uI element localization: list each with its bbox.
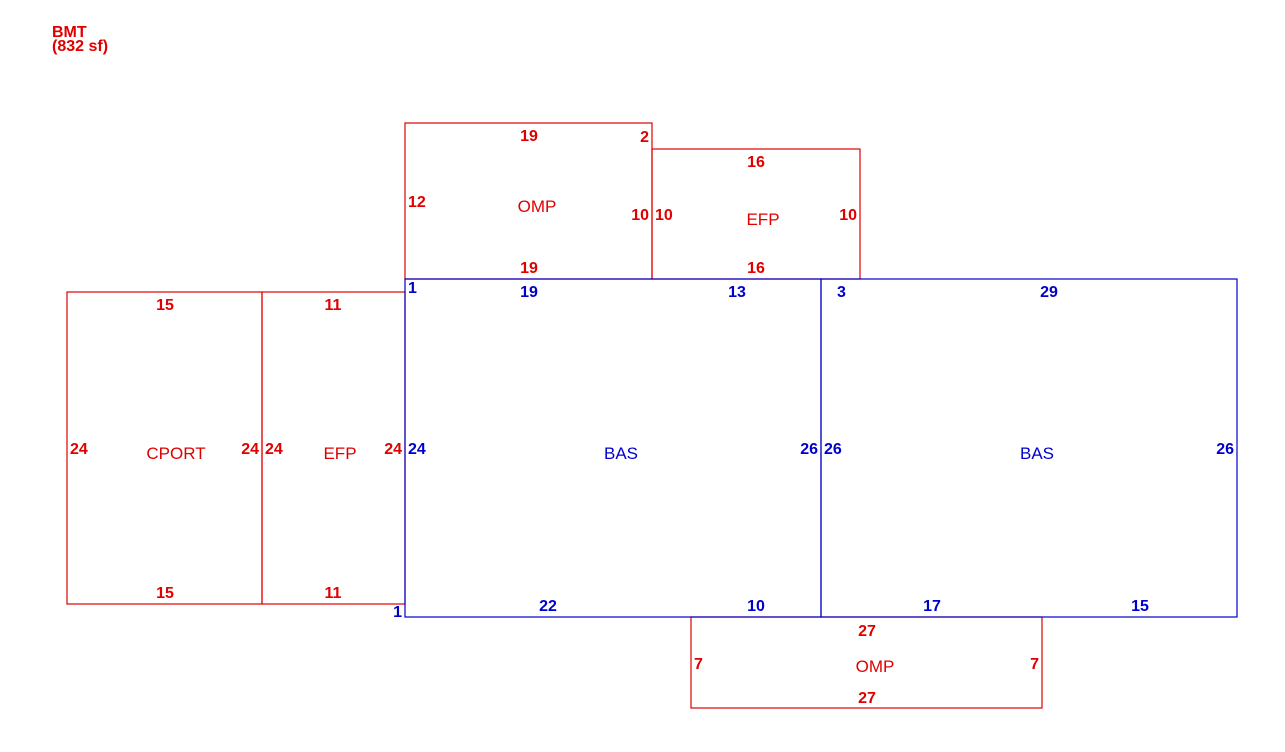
cport-dim-right: 24 — [241, 441, 259, 458]
bas-right-dim-left: 26 — [824, 441, 842, 458]
omp-top-name: OMP — [518, 197, 557, 216]
efp-left-dim-left: 24 — [265, 441, 283, 458]
efp-top-dim-top: 16 — [747, 154, 765, 171]
omp-top-dim-corner: 2 — [640, 129, 649, 146]
area-omp-top: OMP 19 19 12 10 2 — [404, 122, 653, 280]
omp-bottom-dim-bottom: 27 — [858, 690, 876, 707]
efp-left-dim-right: 24 — [384, 441, 402, 458]
omp-bottom-dim-right: 7 — [1030, 656, 1039, 673]
bas-right-dim-bottom-b: 15 — [1131, 598, 1149, 615]
bas-left-dim-top-a: 19 — [520, 284, 538, 301]
efp-left-dim-top: 11 — [325, 297, 342, 314]
area-bas-right: BAS 29 3 17 15 26 26 — [820, 278, 1238, 618]
bas-right-dim-bottom-a: 17 — [923, 598, 941, 615]
cport-name: CPORT — [146, 444, 205, 463]
omp-top-dim-right: 10 — [631, 207, 649, 224]
area-omp-bottom: OMP 27 27 7 7 — [690, 616, 1043, 709]
omp-top-dim-bottom: 19 — [520, 260, 538, 277]
bas-right-dim-right: 26 — [1216, 441, 1234, 458]
bas-left-dim-top-b: 13 — [728, 284, 746, 301]
area-bas-left: BAS 19 13 22 10 24 26 1 1 — [393, 278, 822, 621]
summary-label: BMT — [52, 24, 87, 41]
bas-left-dim-corner-bl: 1 — [393, 604, 402, 621]
omp-top-dim-left: 12 — [408, 194, 426, 211]
bas-left-name: BAS — [604, 444, 638, 463]
bas-right-outline — [820, 278, 1238, 618]
efp-top-dim-left: 10 — [655, 207, 673, 224]
bas-left-dim-bottom-b: 10 — [747, 598, 765, 615]
bas-right-dim-corner-tl: 3 — [837, 284, 846, 301]
omp-top-dim-top: 19 — [520, 128, 538, 145]
omp-bottom-dim-top: 27 — [858, 623, 876, 640]
omp-bottom-dim-left: 7 — [694, 656, 703, 673]
cport-dim-bottom: 15 — [156, 585, 174, 602]
bas-left-dim-corner-tl: 1 — [408, 280, 417, 297]
efp-top-name: EFP — [746, 210, 779, 229]
bas-left-dim-bottom-a: 22 — [539, 598, 557, 615]
area-efp-left: EFP 11 11 24 24 — [261, 291, 406, 605]
omp-bottom-name: OMP — [856, 657, 895, 676]
cport-dim-left: 24 — [70, 441, 88, 458]
efp-left-name: EFP — [323, 444, 356, 463]
bas-left-dim-right: 26 — [800, 441, 818, 458]
summary-area: (832 sf) — [52, 38, 108, 55]
bas-right-dim-top: 29 — [1040, 284, 1058, 301]
bas-left-dim-left: 24 — [408, 441, 426, 458]
efp-left-dim-bottom: 11 — [325, 585, 342, 602]
efp-top-dim-right: 10 — [839, 207, 857, 224]
cport-dim-top: 15 — [156, 297, 174, 314]
area-efp-top: EFP 16 16 10 10 — [651, 148, 861, 280]
area-cport: CPORT 15 15 24 24 — [66, 291, 263, 605]
bas-right-name: BAS — [1020, 444, 1054, 463]
efp-top-dim-bottom: 16 — [747, 260, 765, 277]
